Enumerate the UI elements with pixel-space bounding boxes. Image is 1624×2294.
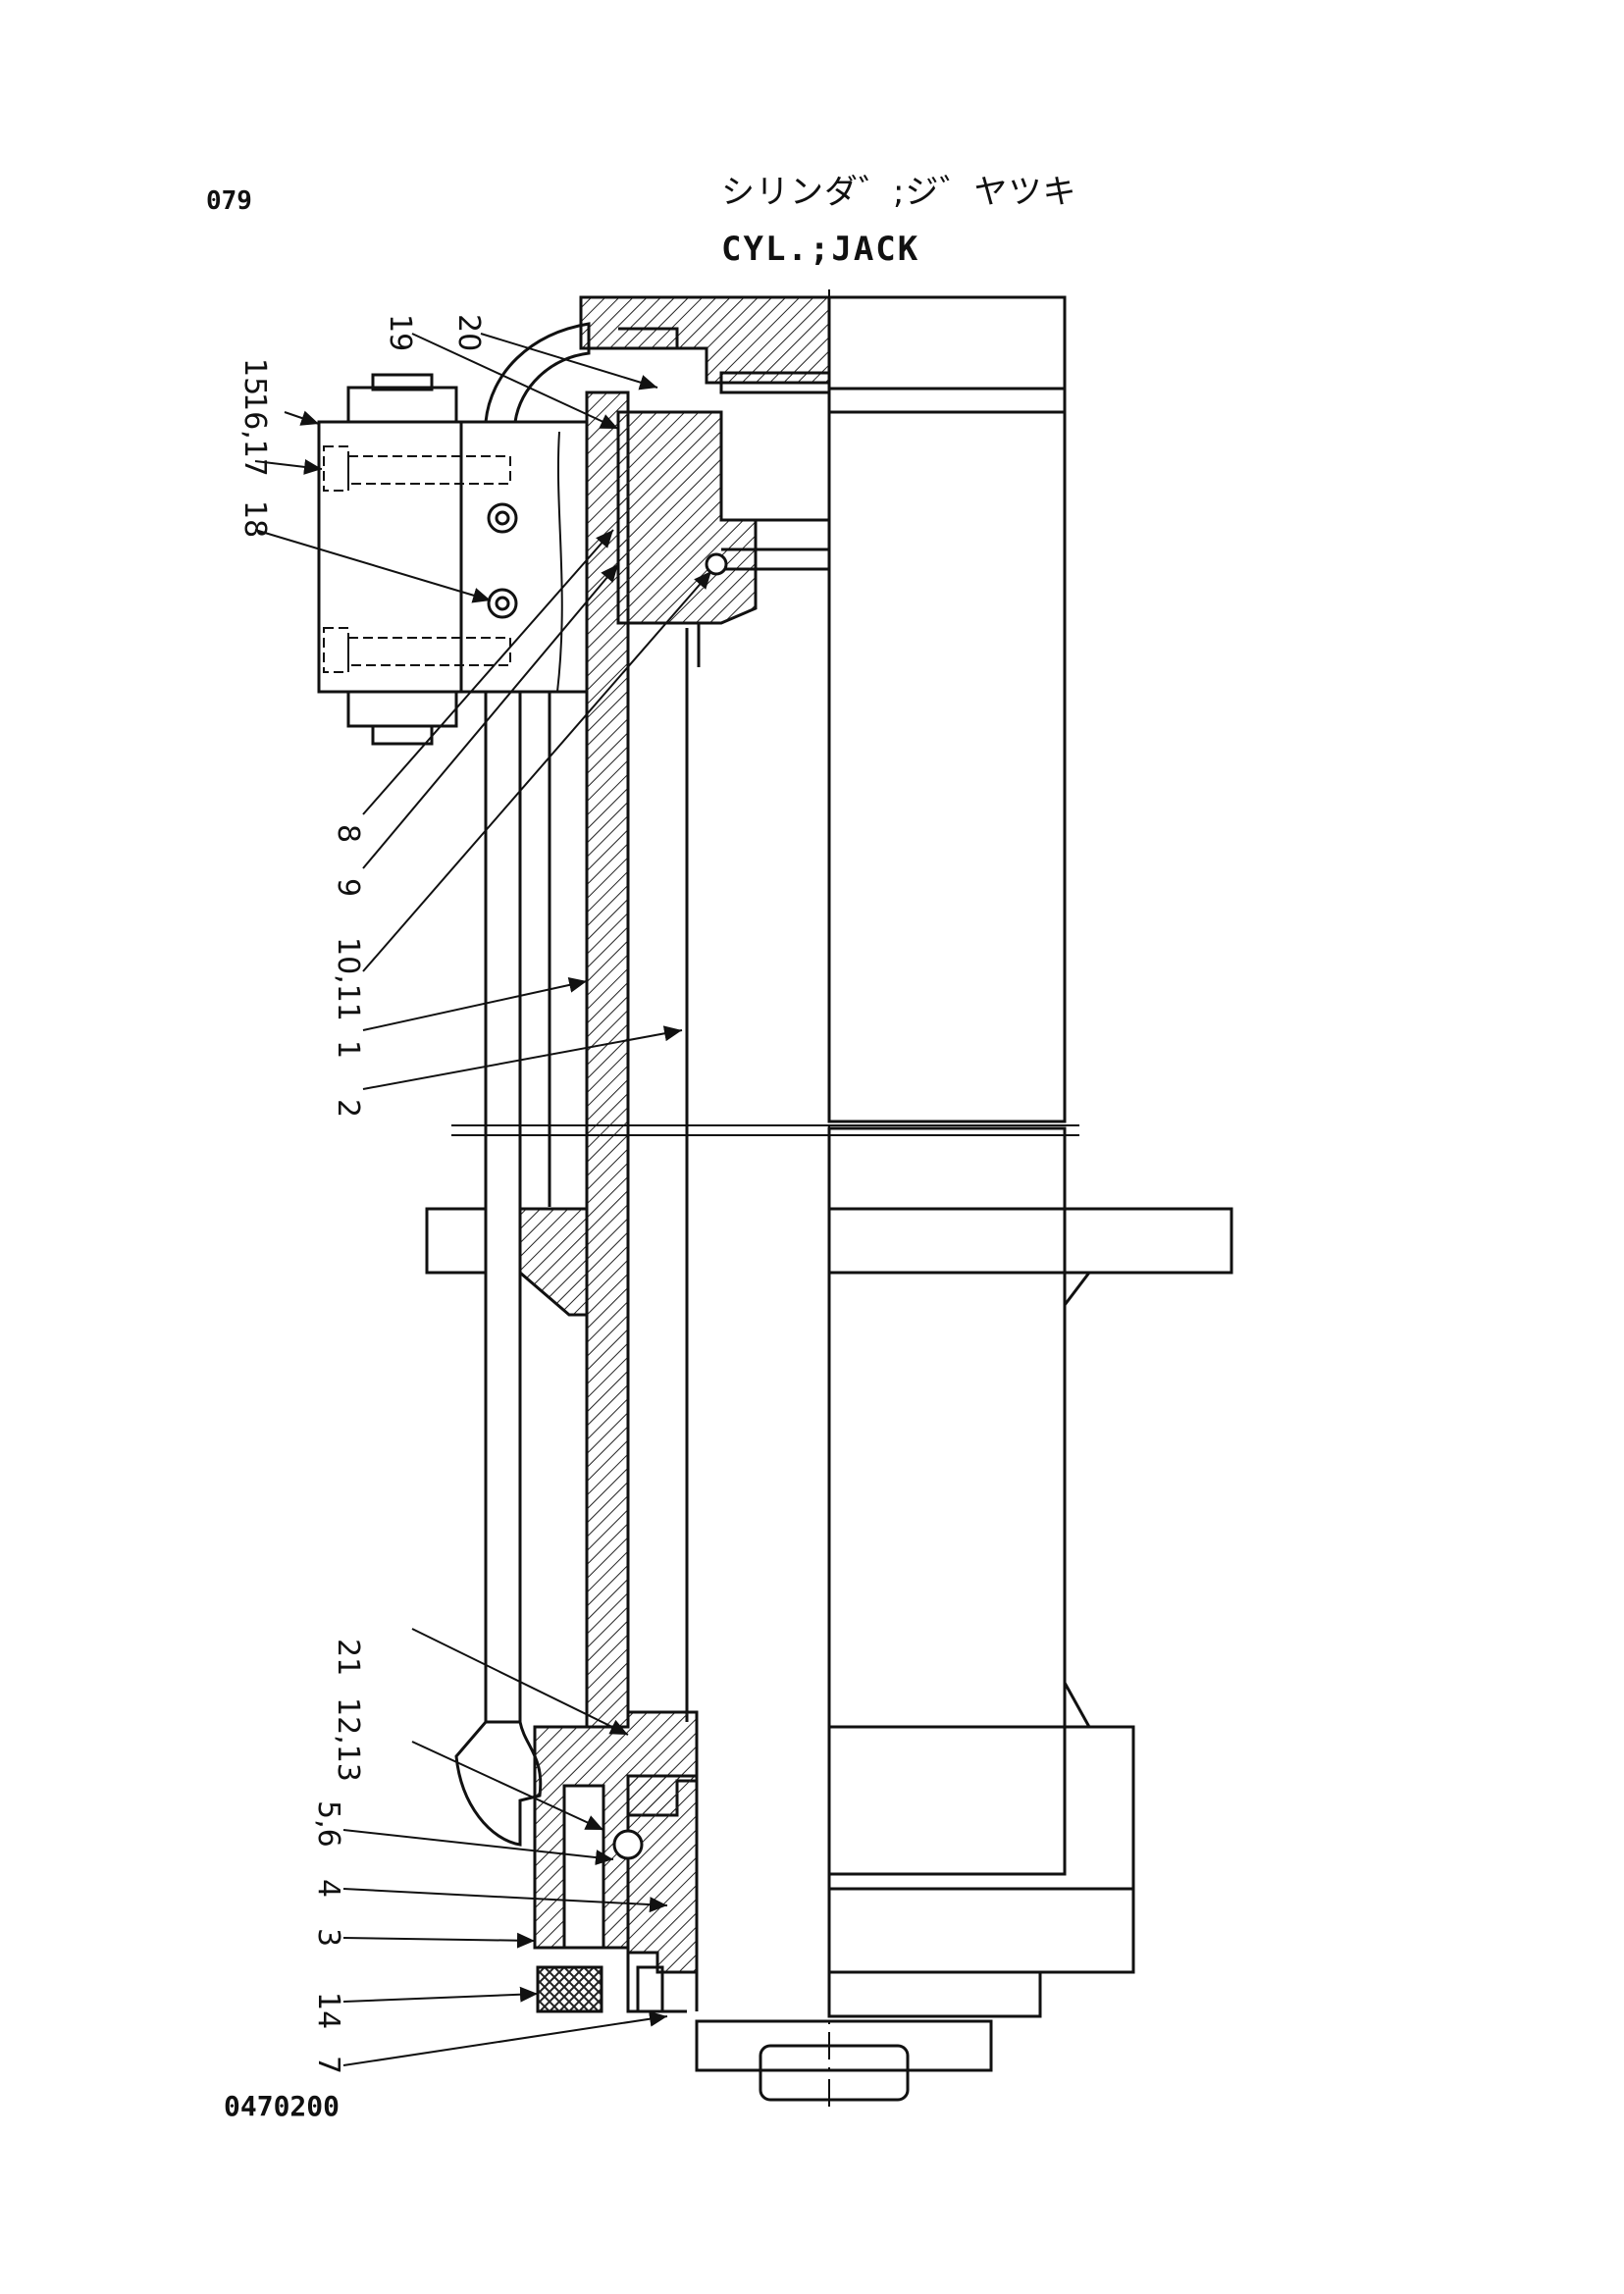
callout-14: 14 bbox=[311, 1992, 345, 2029]
callout-1: 1 bbox=[331, 1040, 365, 1059]
callout-16-17: 16,17 bbox=[237, 392, 272, 477]
head-block bbox=[827, 1725, 1135, 1974]
callout-5-6: 5,6 bbox=[311, 1800, 345, 1848]
callout-19: 19 bbox=[383, 314, 417, 351]
callout-8: 8 bbox=[331, 824, 365, 843]
callout-9: 9 bbox=[331, 878, 365, 897]
port-block bbox=[459, 420, 589, 694]
callout-7: 7 bbox=[311, 2056, 345, 2074]
callout-21: 21 bbox=[331, 1639, 365, 1676]
page-number: 079 bbox=[206, 186, 252, 216]
gland-bottom bbox=[626, 1774, 699, 1974]
title-english: CYL.;JACK bbox=[721, 230, 920, 269]
callout-20: 20 bbox=[451, 314, 486, 351]
callout-10-11: 10,11 bbox=[331, 937, 365, 1021]
callout-12-13: 12,13 bbox=[331, 1697, 365, 1782]
clamp-body bbox=[317, 420, 463, 694]
drawing-code: 0470200 bbox=[224, 2090, 341, 2122]
callout-18: 18 bbox=[237, 500, 272, 538]
mounting-lug bbox=[827, 1207, 1233, 1275]
top-head-cap bbox=[579, 295, 831, 385]
callout-4: 4 bbox=[311, 1879, 345, 1898]
lug-weld bbox=[518, 1207, 589, 1317]
cylinder-body-bottom bbox=[827, 1126, 1067, 1876]
callout-3: 3 bbox=[311, 1928, 345, 1947]
callout-15: 15 bbox=[237, 358, 272, 395]
gland-block bbox=[616, 410, 758, 625]
hose-elbow-bottom bbox=[454, 1720, 543, 1847]
title-japanese: シリンダ゛;ジ゛ヤツキ bbox=[721, 173, 1077, 212]
cylinder-body-top bbox=[827, 295, 1067, 1123]
callout-2: 2 bbox=[331, 1099, 365, 1118]
